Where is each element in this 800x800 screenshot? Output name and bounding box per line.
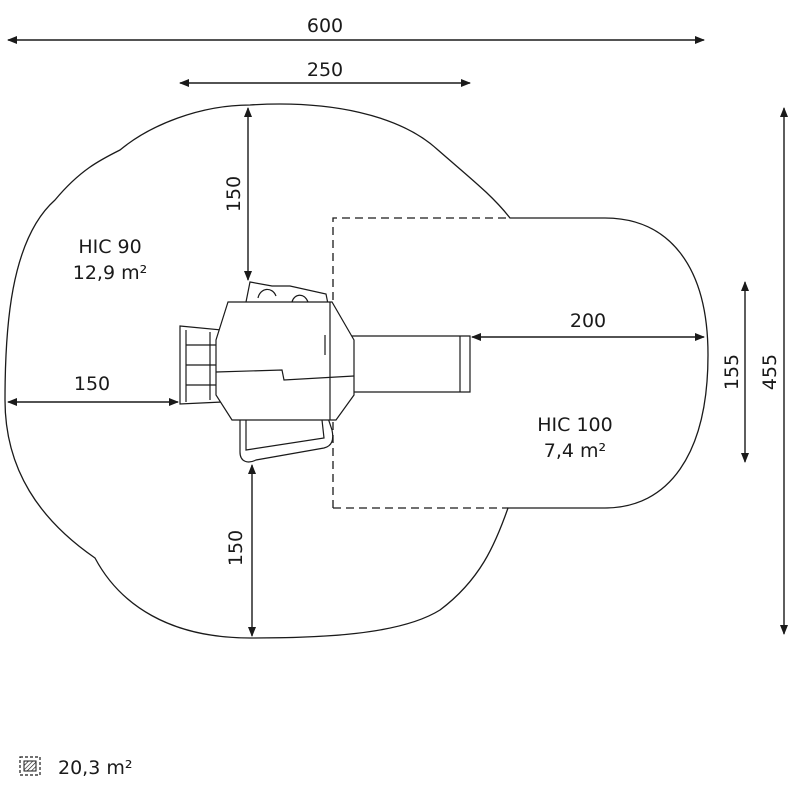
zone-hic90-label: HIC 90 xyxy=(78,236,141,258)
roof-bump-icon xyxy=(257,288,277,299)
dim-label-overall-depth: 455 xyxy=(759,354,781,390)
platform-divider xyxy=(215,369,355,381)
slide xyxy=(349,335,471,393)
hatched-area-icon xyxy=(19,756,41,776)
zone-hic100-label: HIC 100 xyxy=(537,414,612,436)
dim-label-right-inner: 155 xyxy=(721,354,743,390)
roof-panel xyxy=(245,281,329,305)
dim-label-slide-length: 200 xyxy=(570,310,606,332)
handrail xyxy=(239,414,334,463)
roof-bump-icon xyxy=(291,294,309,303)
dim-label-top-depth: 150 xyxy=(223,176,245,212)
dim-label-overall-width: 600 xyxy=(307,15,343,37)
legend: 20,3 m² xyxy=(19,756,132,779)
handrail-inner xyxy=(245,418,325,451)
safety-area-outline xyxy=(4,103,709,639)
dim-label-bottom-depth: 150 xyxy=(225,530,247,566)
play-structure xyxy=(179,281,471,463)
dim-label-upper-width: 250 xyxy=(307,59,343,81)
zone-hic100-area: 7,4 m² xyxy=(544,440,606,462)
dim-label-left-depth: 150 xyxy=(74,373,110,395)
tower-platform xyxy=(215,301,355,421)
zone-hic90-area: 12,9 m² xyxy=(73,262,147,284)
hatched-area-fill xyxy=(23,760,37,772)
legend-total-area: 20,3 m² xyxy=(58,757,132,779)
